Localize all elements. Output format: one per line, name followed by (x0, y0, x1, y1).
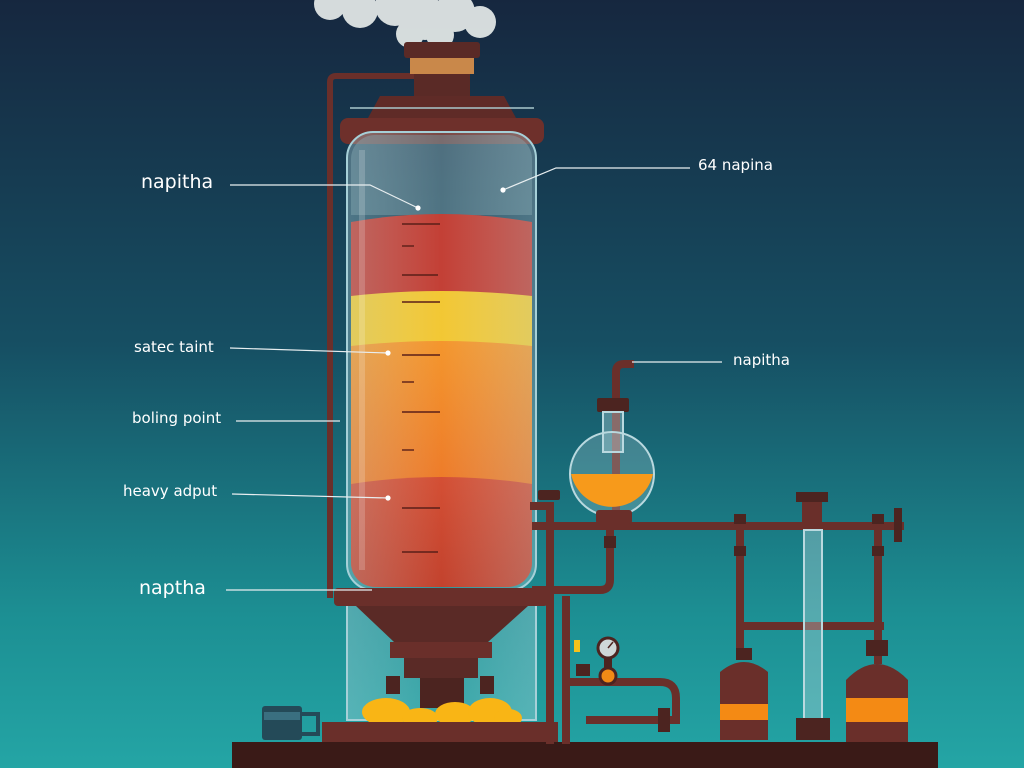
base-platform (322, 722, 558, 742)
floor (232, 742, 938, 768)
label-napitha-top: napitha (141, 171, 214, 193)
label-64-napina: 64 napina (698, 156, 773, 174)
flask (569, 411, 655, 524)
column-glass (346, 131, 537, 591)
pipe-flanges (538, 398, 902, 732)
label-boling-point: boling point (132, 409, 222, 427)
pipe-network (530, 360, 904, 744)
burner-flames (362, 698, 522, 728)
tank-left (720, 648, 768, 740)
label-napitha-flask: napitha (733, 351, 790, 369)
label-satec-taint: satec taint (134, 338, 214, 356)
column-base (334, 588, 548, 708)
label-heavy-adput: heavy adput (123, 482, 218, 500)
column-tick-marks (402, 223, 440, 553)
leader-lines (226, 167, 722, 591)
leader-dots (385, 187, 506, 501)
pressure-gauge (574, 636, 620, 686)
glass-tube (796, 492, 830, 740)
smoke-cloud (314, 0, 496, 49)
tank-right (846, 640, 908, 742)
side-pipe (327, 73, 420, 598)
column-top-cap (340, 42, 544, 144)
small-container (262, 706, 320, 740)
label-naptha-bottom: naptha (139, 577, 206, 599)
